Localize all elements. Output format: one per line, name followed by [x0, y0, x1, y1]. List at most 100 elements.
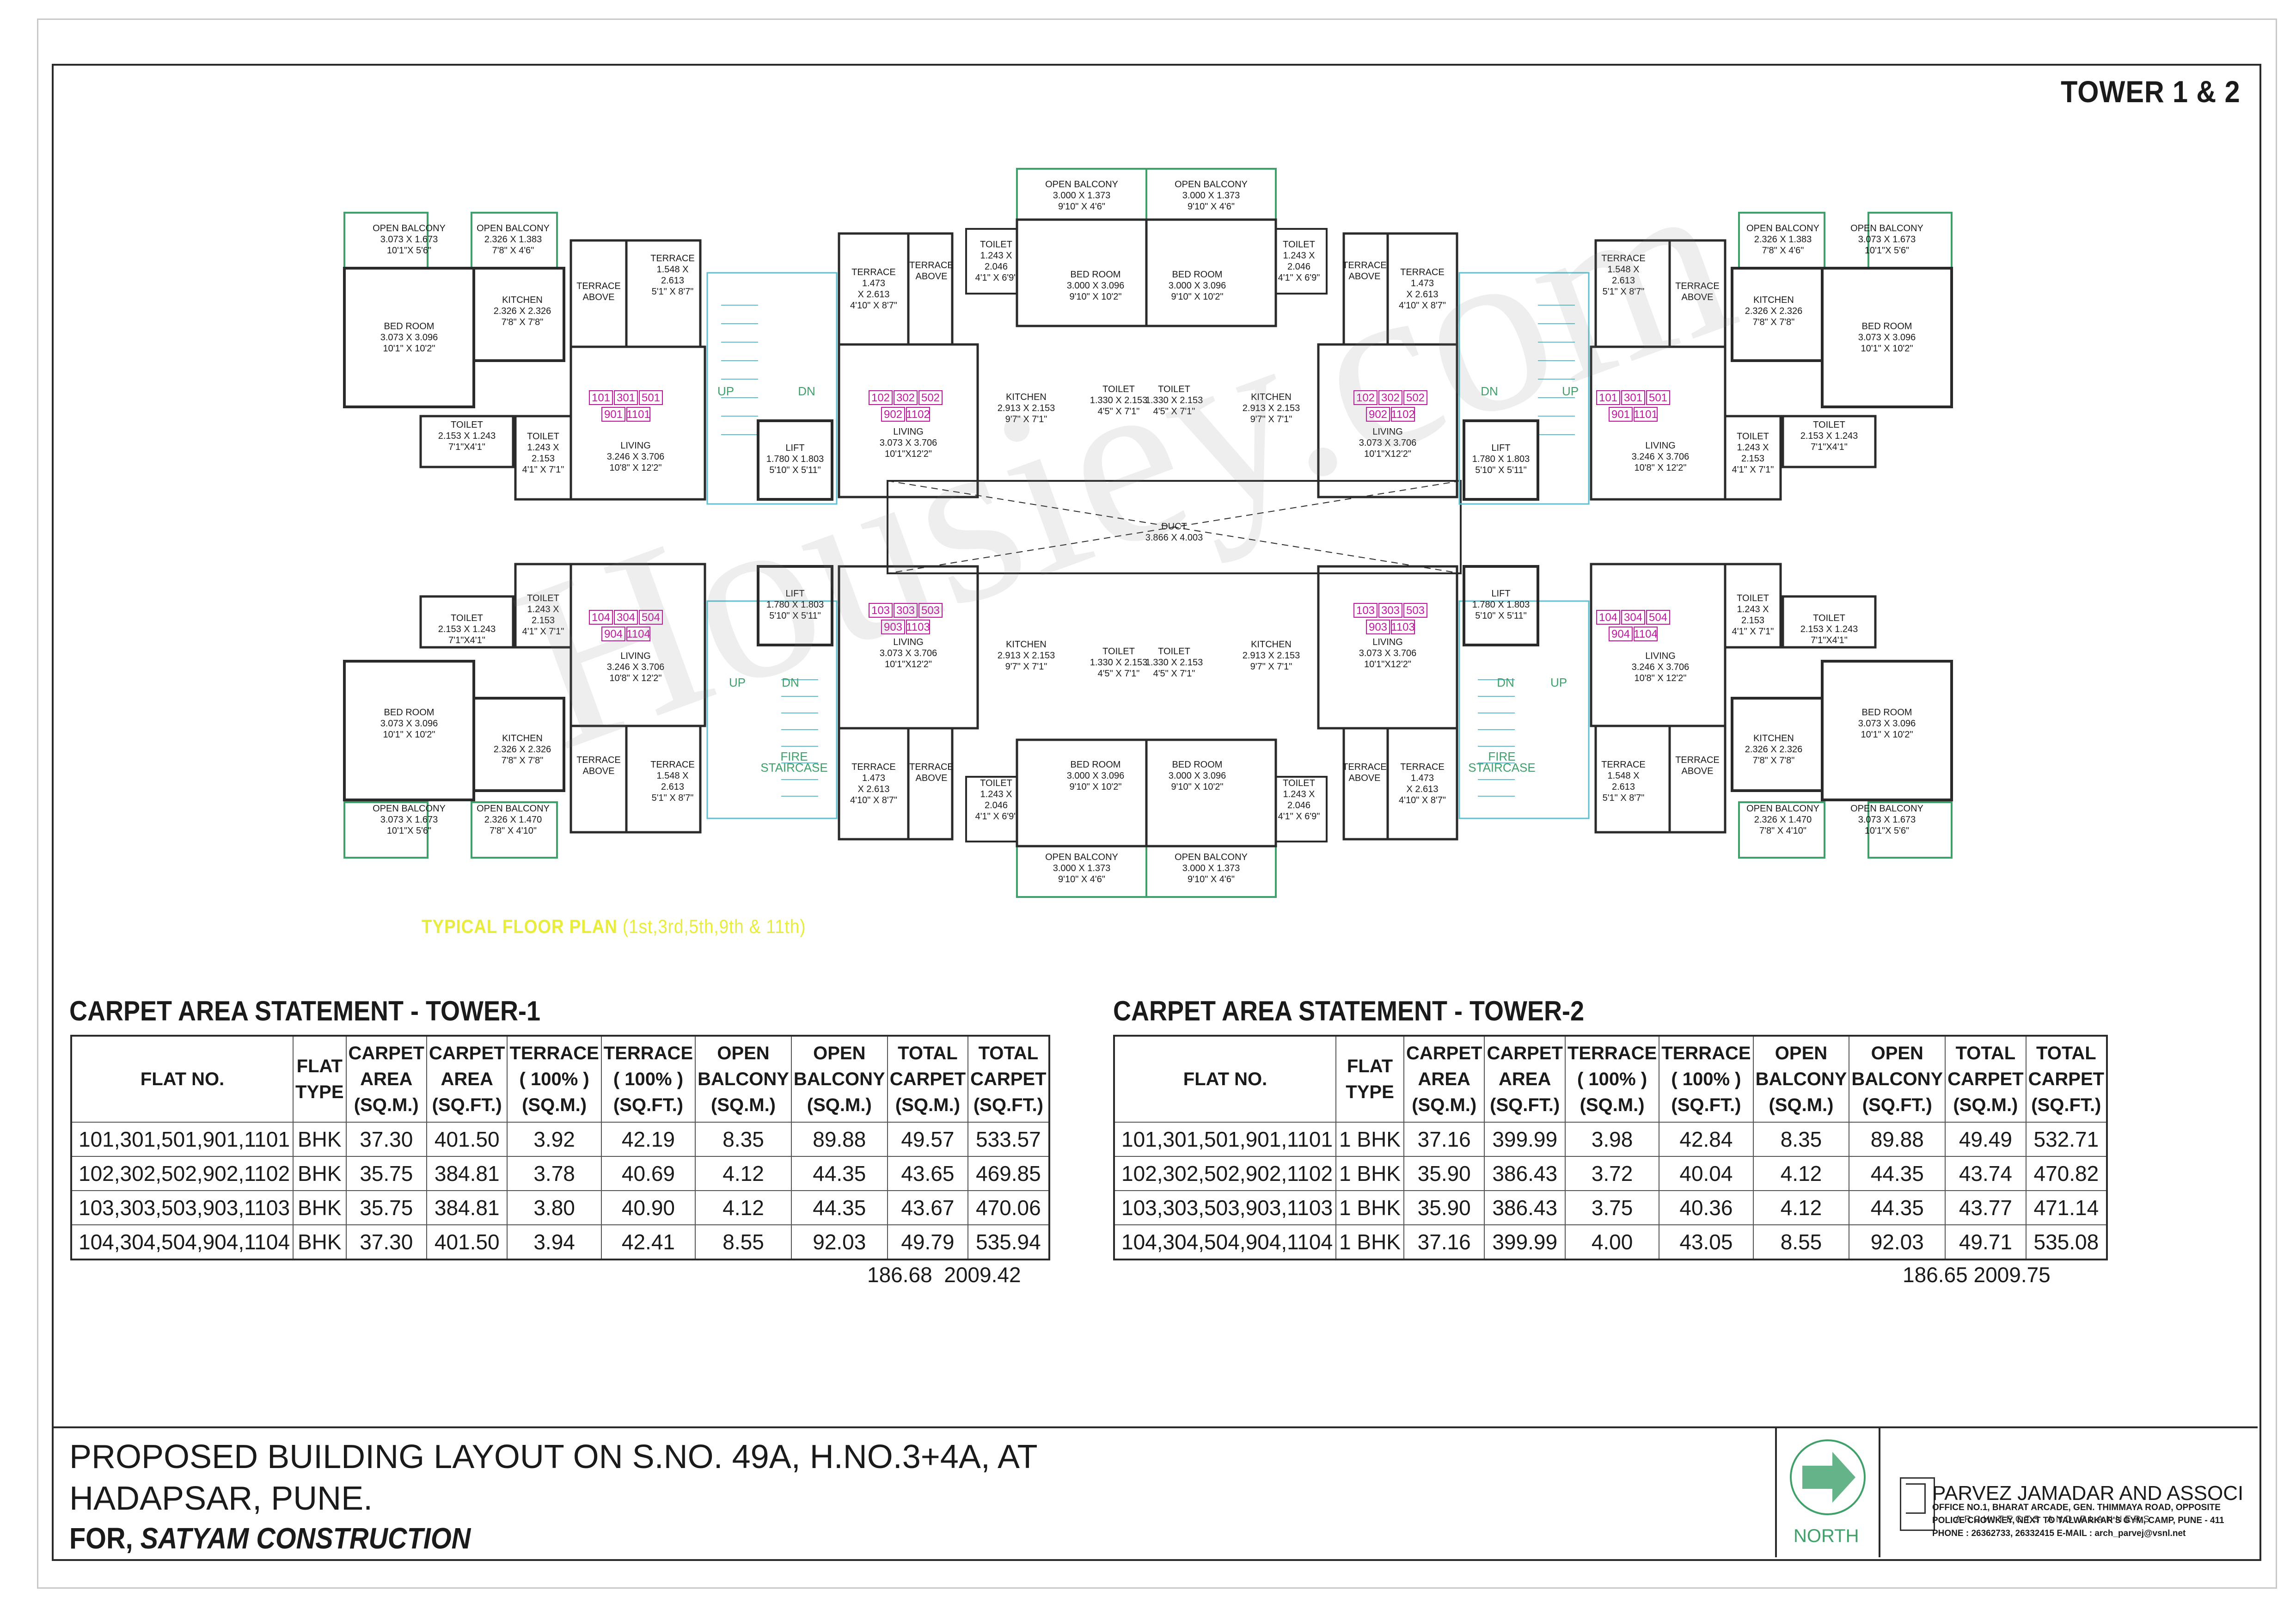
lift-label-line: LIFT — [785, 589, 804, 599]
lift-label-line: LIFT — [1491, 589, 1510, 599]
balcony-center-label-line: 9'10" X 4'6" — [1188, 202, 1235, 212]
bed-room-center-label-line: 9'10" X 10'2" — [1171, 292, 1223, 302]
flat-tag-number: 101 — [592, 392, 610, 404]
toilet-center — [965, 228, 1018, 295]
kitchen-center-label-line: 9'7" X 7'1" — [1250, 414, 1292, 424]
balcony-center-label-line: OPEN BALCONY — [1175, 179, 1248, 190]
terrace-b-label-line: 4'10" X 8'7" — [1399, 795, 1446, 805]
tower1-header-1-line: FLAT — [296, 1056, 343, 1076]
client-name: SATYAM CONSTRUCTION — [140, 1522, 471, 1555]
inner-frame — [52, 64, 2261, 1561]
terrace-b-label-line: 1.473 — [1411, 278, 1434, 289]
fire-staircase-label-line: STAIRCASE — [760, 761, 827, 774]
toilet-b-label-line: 1.243 X — [1737, 442, 1769, 453]
kitchen-side-label-line: 2.326 X 2.326 — [494, 744, 551, 755]
flat-tag-number: 103 — [1356, 604, 1375, 617]
tower1-cell: BHK — [293, 1122, 346, 1156]
terrace-b-label-line: 4'10" X 8'7" — [850, 795, 897, 805]
terrace-b-label-line: TERRACE — [1400, 762, 1445, 772]
flat-tag-box — [626, 407, 650, 422]
project-title-line1: PROPOSED BUILDING LAYOUT ON S.NO. 49A, H… — [69, 1438, 1038, 1475]
balcony-kitchen-label-line: 7'8" X 4'6" — [1762, 246, 1804, 256]
toilet-a-label-line: 7'1"X4'1" — [448, 635, 485, 645]
flat-tag-number: 902 — [884, 408, 902, 421]
toilet-b-label-line: 4'1" X 7'1" — [522, 465, 564, 475]
tower1-cell: 401.50 — [426, 1122, 508, 1156]
terrace-a-label-line: 5'1" X 8'7" — [1603, 287, 1645, 297]
staircase-bottom — [1458, 600, 1590, 819]
terrace-a-label-line: 2.613 — [661, 782, 684, 792]
tower2-header-7-line: (SQ.FT.) — [1862, 1095, 1932, 1115]
balcony-center-label-line: 9'10" X 4'6" — [1058, 874, 1105, 885]
terrace-above-label-line: ABOVE — [1349, 271, 1381, 282]
kitchen-side-label-line: KITCHEN — [502, 295, 543, 305]
stair-up-label: UP — [717, 384, 734, 398]
flat-tag-box — [881, 620, 905, 634]
terrace-above-label-line: TERRACE — [1675, 755, 1720, 765]
kitchen-side — [1731, 267, 1824, 362]
tower2-header-3-line: (SQ.FT.) — [1490, 1095, 1560, 1115]
terrace-a-label-line: TERRACE — [1601, 760, 1646, 770]
stair-up-label-line: UP — [717, 384, 734, 398]
flat-tag-box — [1609, 407, 1633, 422]
living-a-label-line: LIVING — [1645, 441, 1676, 451]
bed-room-center — [1016, 738, 1148, 848]
toilet-c-label-line: TOILET — [1283, 240, 1315, 250]
balcony-kitchen — [471, 801, 558, 859]
terrace-b-label-line: 1.473 — [1411, 773, 1434, 783]
terrace-above — [907, 727, 954, 841]
tower2-header-5-line: (SQ.FT.) — [1671, 1095, 1741, 1115]
flat-tag-number: 301 — [617, 392, 635, 404]
tower2-cell: 37.16 — [1403, 1224, 1485, 1260]
lift — [757, 419, 833, 501]
tower2-header-2-line: CARPET — [1406, 1043, 1482, 1063]
terrace-a-label-line: 2.613 — [1612, 782, 1635, 792]
tower2-cell: 49.49 — [1945, 1122, 2026, 1156]
balcony-center-label-line: 9'10" X 4'6" — [1058, 202, 1105, 212]
terrace-b — [838, 727, 910, 841]
living-b-label-line: 10'1"X12'2" — [1364, 449, 1411, 459]
flat-tag-box — [869, 603, 893, 618]
balcony-side-label-line: 10'1"X 5'6" — [1865, 826, 1909, 836]
tower1-header-9-line: CARPET — [970, 1069, 1047, 1089]
flat-tag-box — [1353, 390, 1378, 405]
kitchen-center-label-line: KITCHEN — [1251, 392, 1292, 402]
stair-up-label: UP — [1550, 676, 1567, 689]
tower2-total-sqm: 186.65 — [1903, 1263, 1968, 1287]
kitchen-side-label-line: KITCHEN — [1753, 733, 1794, 743]
terrace-a-label-line: TERRACE — [650, 253, 695, 264]
living-b-label-line: 3.073 X 3.706 — [880, 648, 937, 658]
toilet-b-label-line: 2.153 — [532, 615, 555, 626]
living-b-label-line: LIVING — [1372, 427, 1403, 437]
flat-tag-number: 904 — [604, 628, 623, 640]
lift-label-line: 1.780 X 1.803 — [1472, 600, 1530, 610]
balcony-center-label-line: 3.000 X 1.373 — [1182, 863, 1240, 873]
bed-room-center-label-line: BED ROOM — [1172, 270, 1223, 280]
flat-tag-box — [1596, 390, 1620, 405]
flat-tag-box — [869, 390, 893, 405]
kitchen-side-label-line: 2.326 X 2.326 — [1745, 744, 1803, 755]
bed-room-side-label-line: 10'1" X 10'2" — [383, 730, 435, 740]
living-b-label-line: 10'1"X12'2" — [885, 449, 932, 459]
balcony-side-label-line: 3.073 X 1.673 — [1858, 234, 1916, 245]
tower2-header-6-line: BALCONY — [1755, 1069, 1847, 1089]
flat-tag-box — [1366, 620, 1390, 634]
flat-tag-number: 1102 — [1391, 408, 1415, 421]
balcony-kitchen-label-line: 2.326 X 1.470 — [484, 815, 542, 825]
flat-tag-number: 902 — [1369, 408, 1387, 421]
